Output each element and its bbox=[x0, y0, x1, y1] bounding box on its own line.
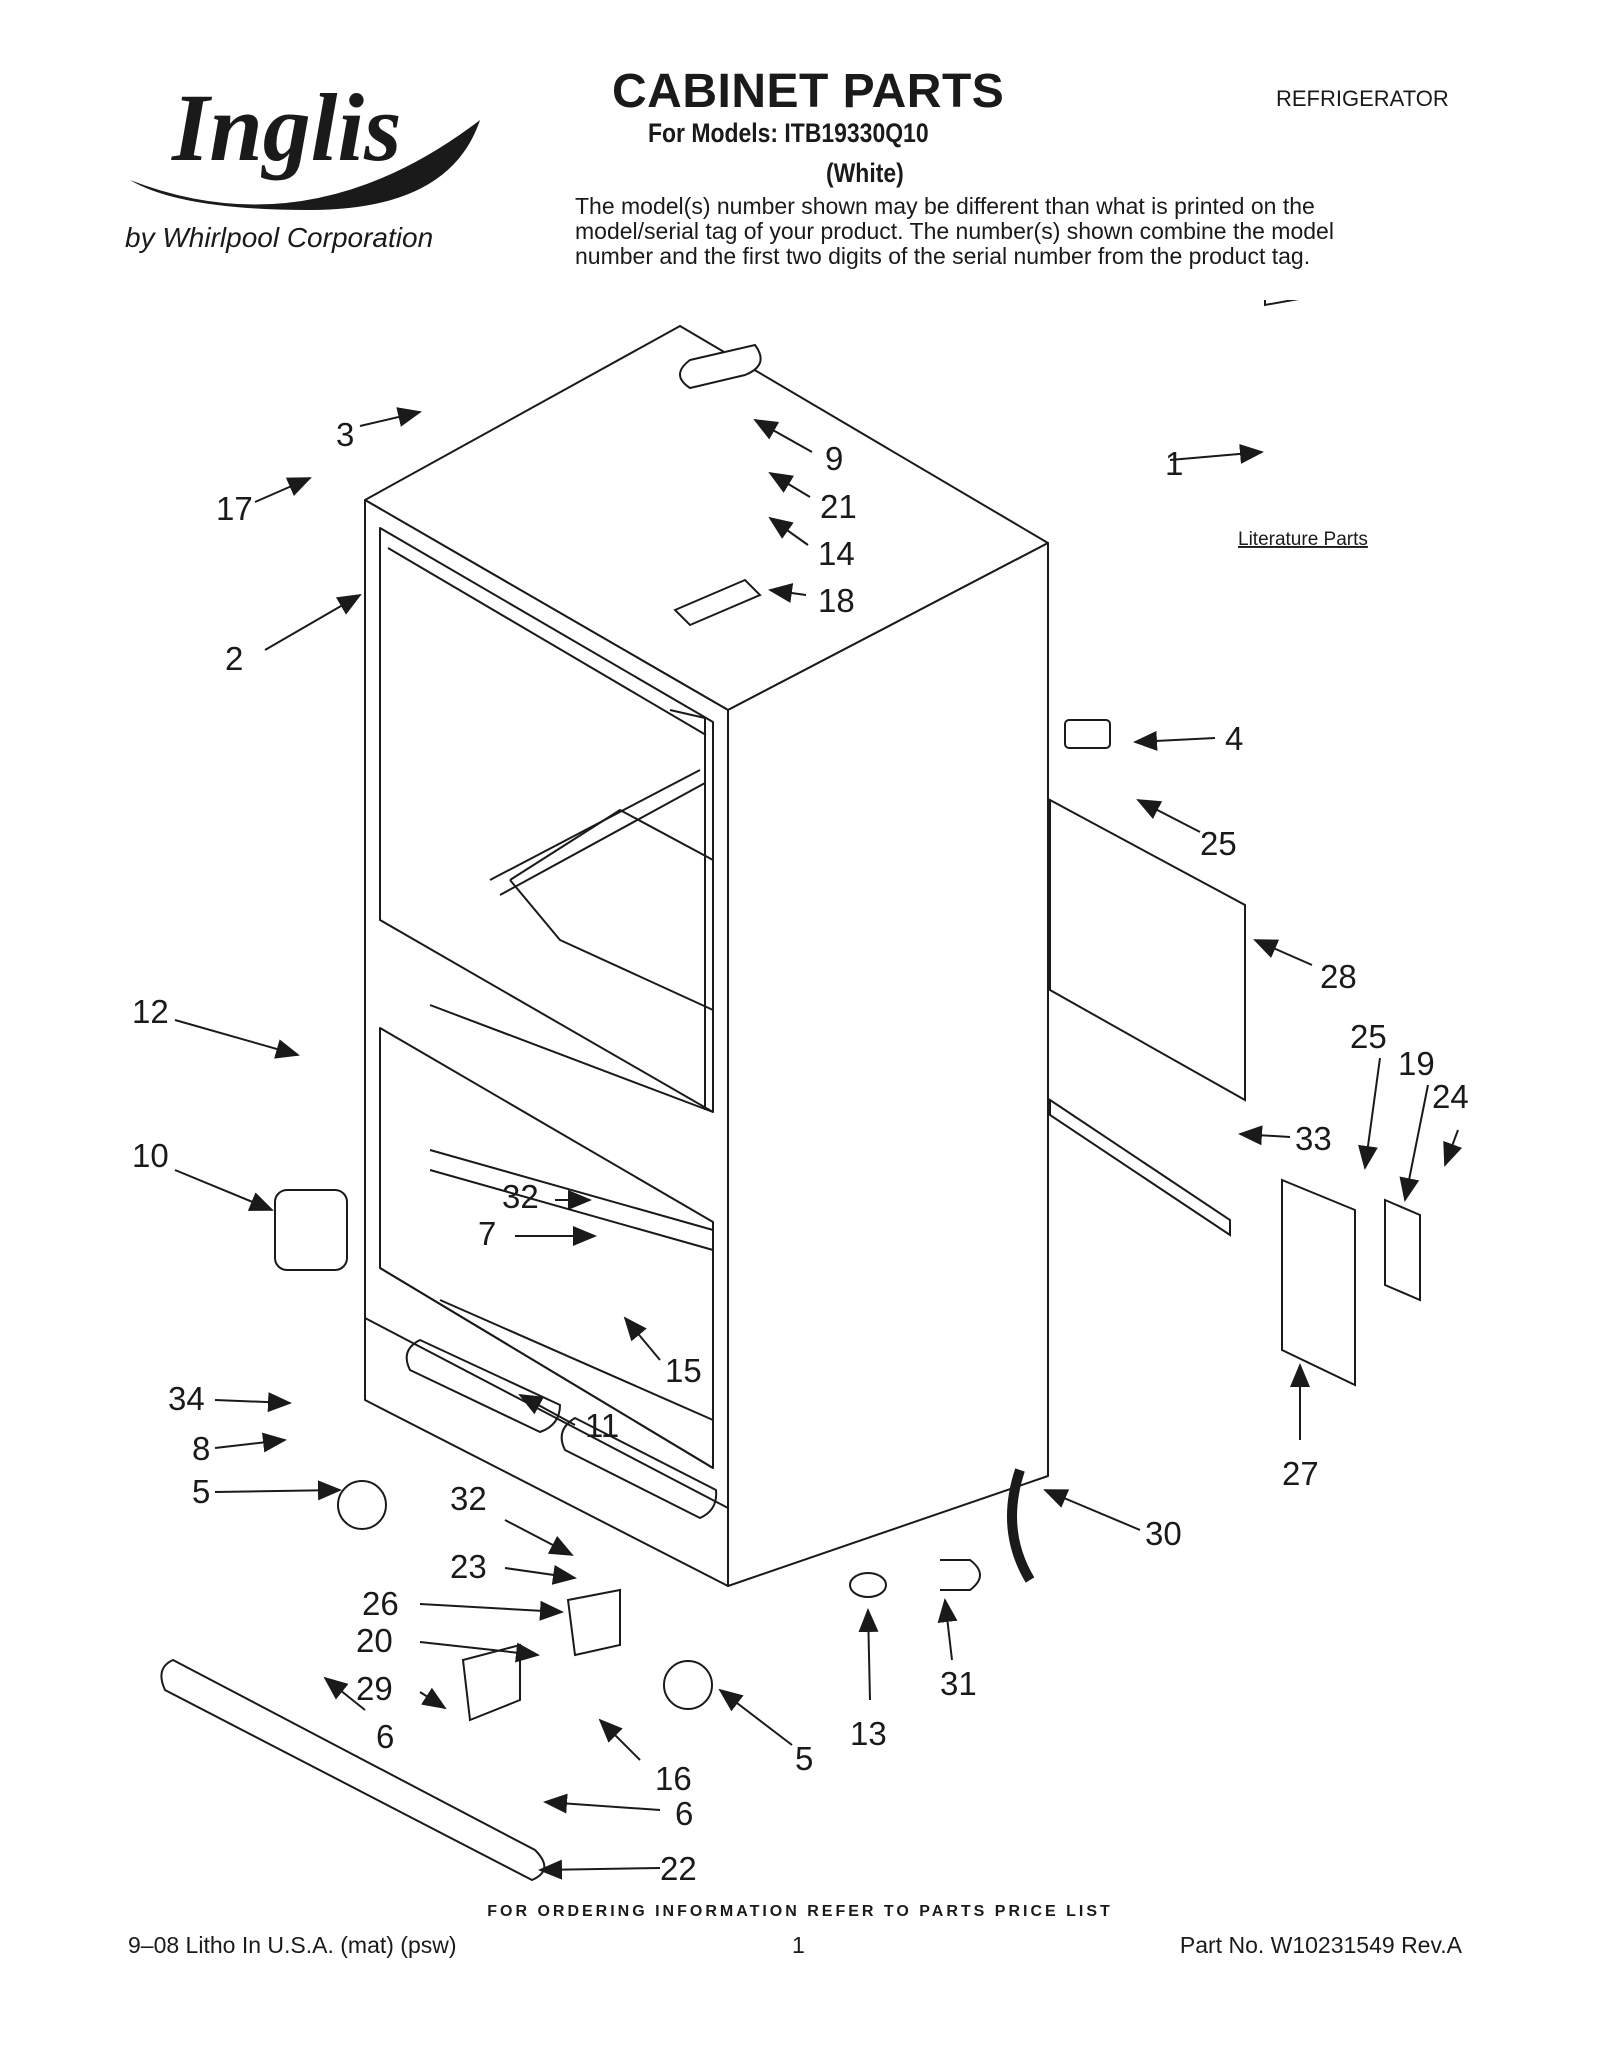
callout-31: 31 bbox=[940, 1665, 977, 1702]
callout-9: 9 bbox=[825, 440, 843, 477]
drain-tube bbox=[1007, 1468, 1035, 1583]
callout-22: 22 bbox=[660, 1850, 697, 1887]
callout-26: 26 bbox=[362, 1585, 399, 1622]
label-plate bbox=[1064, 719, 1111, 749]
callout-19: 19 bbox=[1398, 1045, 1435, 1082]
callout-18: 18 bbox=[818, 582, 855, 619]
leader-arrows bbox=[174, 407, 1463, 1880]
callout-1: 1 bbox=[1165, 445, 1183, 482]
callout-32-b: 32 bbox=[450, 1480, 487, 1517]
page-title: CABINET PARTS bbox=[612, 65, 1005, 118]
callout-25-b: 25 bbox=[1350, 1018, 1387, 1055]
callout-24: 24 bbox=[1432, 1078, 1469, 1115]
callout-27: 27 bbox=[1282, 1455, 1319, 1492]
callout-6-b: 6 bbox=[675, 1795, 693, 1832]
callout-13: 13 bbox=[850, 1715, 887, 1752]
callout-6: 6 bbox=[376, 1718, 394, 1755]
callout-5-b: 5 bbox=[795, 1740, 813, 1777]
callout-8: 8 bbox=[192, 1430, 210, 1467]
compressor-cover bbox=[1281, 1178, 1356, 1387]
top-hinge bbox=[673, 578, 762, 627]
trim-strip bbox=[1049, 1098, 1231, 1237]
callout-15: 15 bbox=[665, 1352, 702, 1389]
rear-access-cover bbox=[1049, 798, 1246, 1102]
disclaimer-line: The model(s) number shown may be differe… bbox=[575, 193, 1315, 219]
callout-30: 30 bbox=[1145, 1515, 1182, 1552]
manufacturer-byline: by Whirlpool Corporation bbox=[125, 222, 434, 253]
callout-21: 21 bbox=[820, 488, 857, 525]
litho-info: 9–08 Litho In U.S.A. (mat) (psw) bbox=[128, 1932, 457, 1958]
callouts: 3 17 9 21 14 18 2 1 4 25 28 12 10 32 7 1… bbox=[132, 416, 1469, 1887]
front-roller bbox=[337, 1480, 387, 1530]
appliance-type: REFRIGERATOR bbox=[1276, 86, 1449, 111]
ice-maker-ready-block bbox=[274, 1189, 348, 1271]
hinge-bracket bbox=[566, 1588, 621, 1657]
callout-2: 2 bbox=[225, 640, 243, 677]
callout-25: 25 bbox=[1200, 825, 1237, 862]
callout-5: 5 bbox=[192, 1473, 210, 1510]
literature-booklet bbox=[1264, 300, 1336, 307]
inglis-logo: Inglis bbox=[130, 74, 480, 210]
callout-28: 28 bbox=[1320, 958, 1357, 995]
toe-grille bbox=[160, 1658, 546, 1882]
callout-3: 3 bbox=[336, 416, 354, 453]
callout-29: 29 bbox=[356, 1670, 393, 1707]
model-number: For Models: ITB19330Q10 bbox=[648, 118, 929, 148]
callout-34: 34 bbox=[168, 1380, 205, 1417]
callout-4: 4 bbox=[1225, 720, 1243, 757]
parts bbox=[160, 300, 1421, 1882]
cabinet-body bbox=[364, 325, 1049, 1587]
part-number: Part No. W10231549 Rev.A bbox=[1179, 1932, 1462, 1958]
page-number: 1 bbox=[792, 1932, 805, 1958]
ordering-note: FOR ORDERING INFORMATION REFER TO PARTS … bbox=[487, 1903, 1113, 1920]
callout-32: 32 bbox=[502, 1178, 539, 1215]
plug bbox=[849, 1572, 887, 1598]
tube-clamp bbox=[940, 1559, 981, 1591]
hinge-cover bbox=[679, 343, 762, 390]
model-color: (White) bbox=[826, 158, 904, 188]
callout-10: 10 bbox=[132, 1137, 169, 1174]
logo-swoosh bbox=[130, 120, 480, 210]
callout-17: 17 bbox=[216, 490, 253, 527]
disclaimer-line: number and the first two digits of the s… bbox=[575, 243, 1311, 269]
model-disclaimer: The model(s) number shown may be differe… bbox=[575, 194, 1435, 269]
hinge-cover-bottom bbox=[461, 1643, 521, 1722]
disclaimer-line: model/serial tag of your product. The nu… bbox=[575, 218, 1334, 244]
callout-12: 12 bbox=[132, 993, 169, 1030]
callout-23: 23 bbox=[450, 1548, 487, 1585]
logo-wordmark: Inglis bbox=[171, 74, 401, 181]
callout-11: 11 bbox=[585, 1407, 619, 1444]
literature-parts-label: Literature Parts bbox=[1238, 529, 1368, 550]
insulator bbox=[1384, 1198, 1421, 1302]
callout-20: 20 bbox=[356, 1622, 393, 1659]
rear-roller bbox=[663, 1660, 713, 1710]
callout-16: 16 bbox=[655, 1760, 692, 1797]
exploded-parts-diagram: 3 17 9 21 14 18 2 1 4 25 28 12 10 32 7 1… bbox=[132, 300, 1469, 1887]
callout-7: 7 bbox=[478, 1215, 496, 1252]
callout-33: 33 bbox=[1295, 1120, 1332, 1157]
callout-14: 14 bbox=[818, 535, 855, 572]
